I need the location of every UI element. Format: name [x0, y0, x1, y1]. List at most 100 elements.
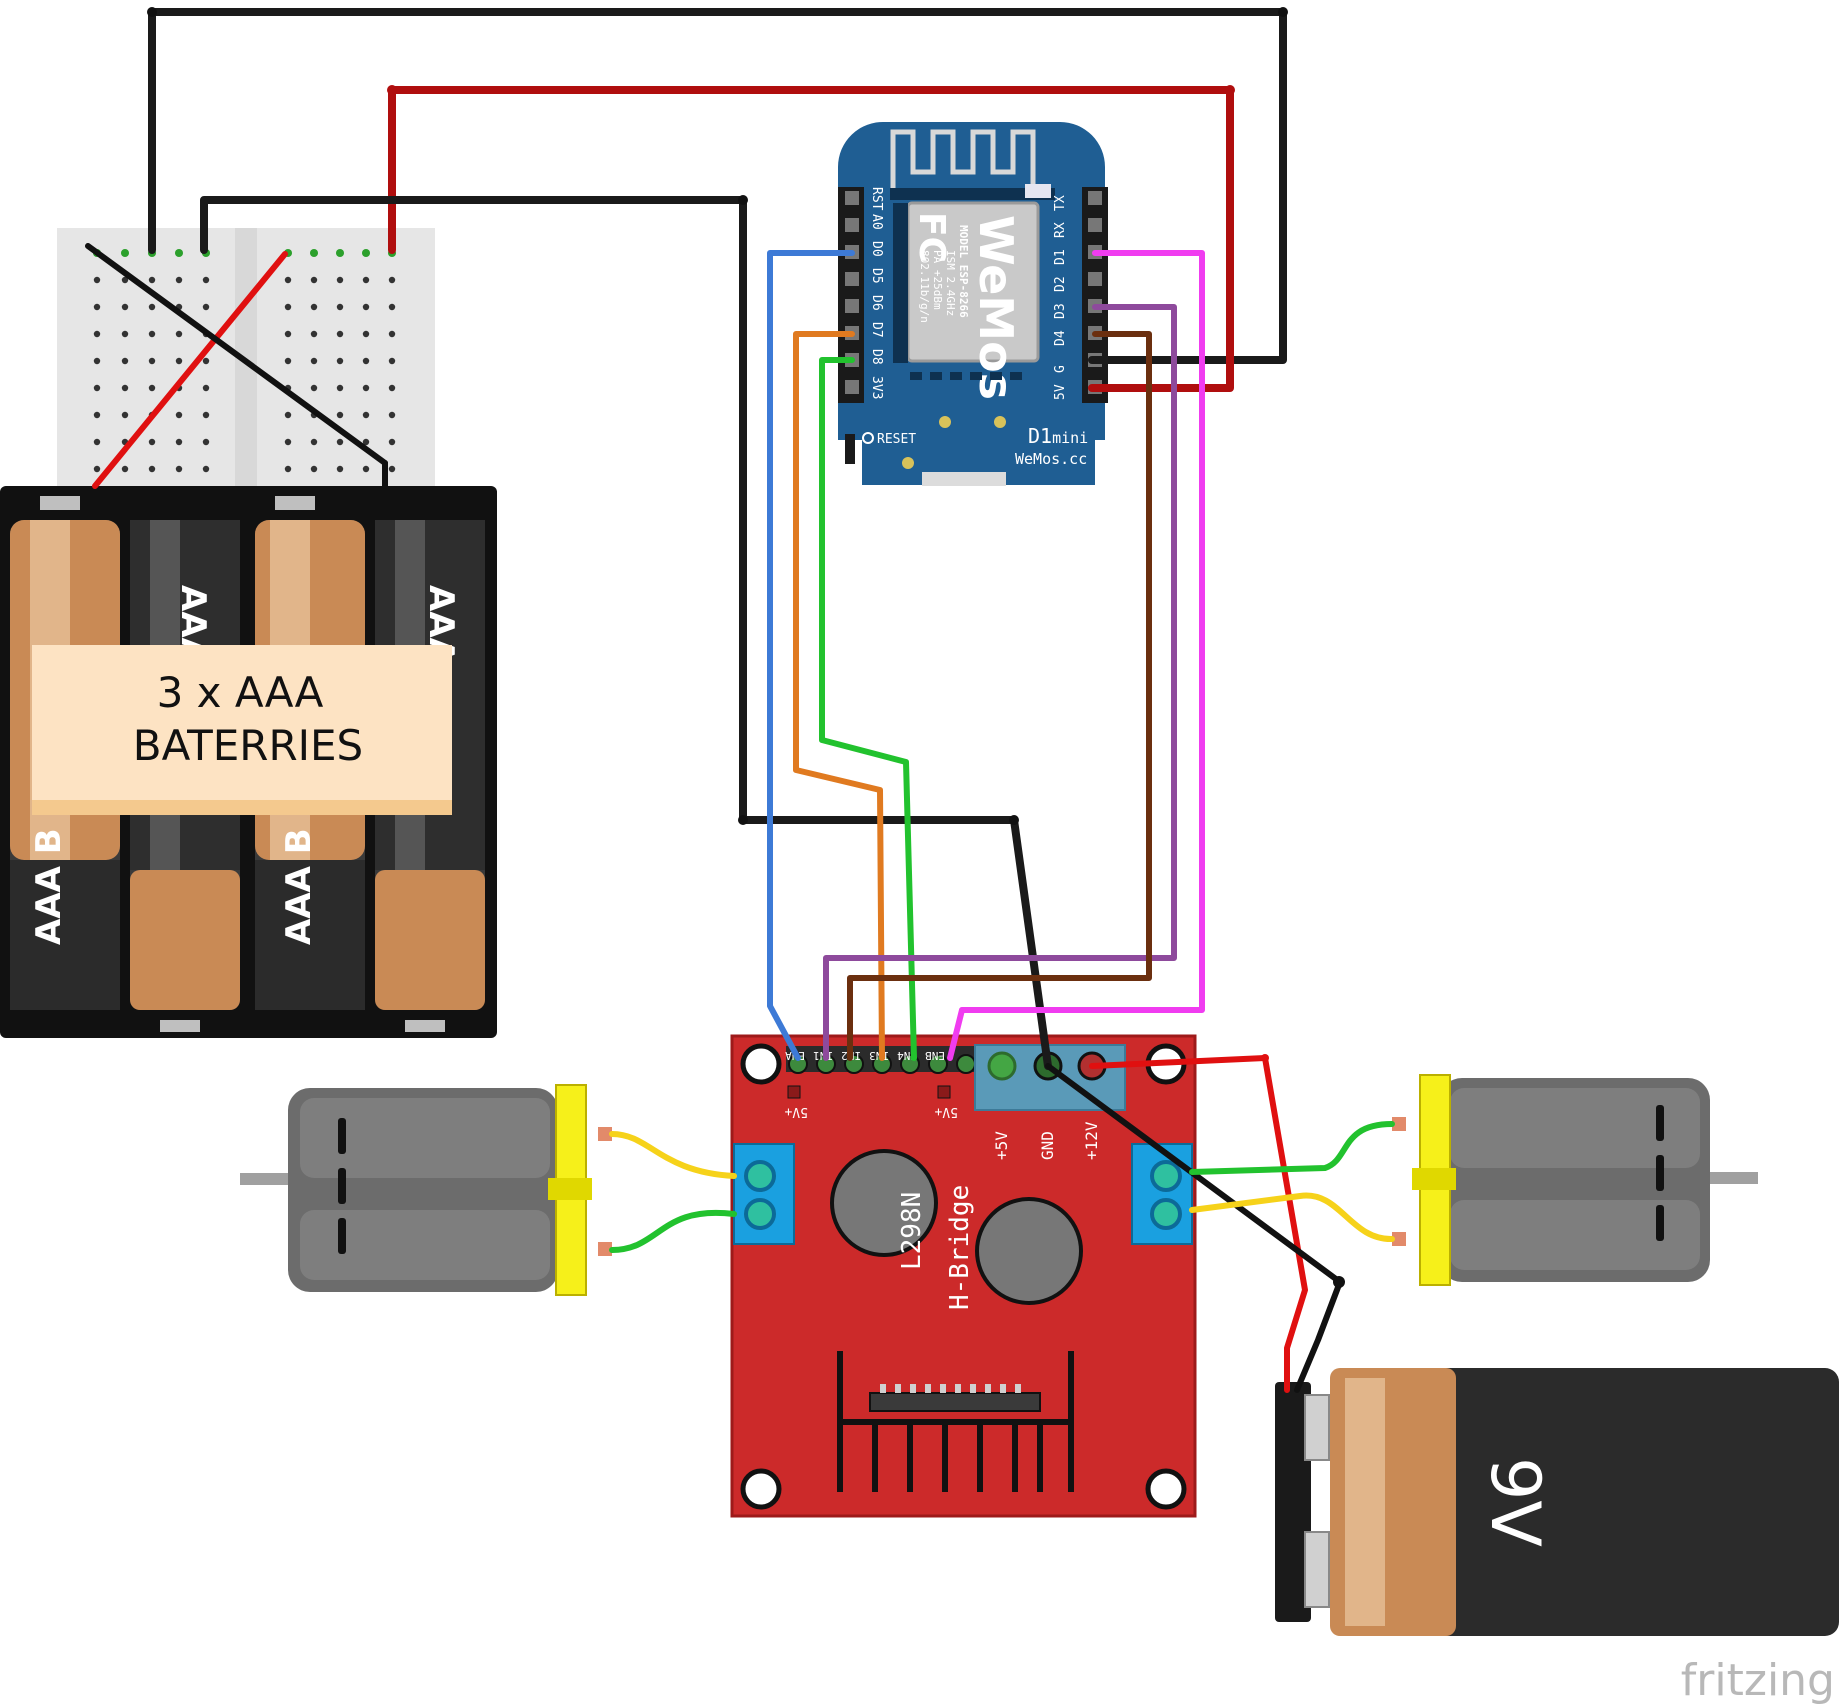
mount-hole — [740, 1043, 782, 1085]
breadboard-hole — [388, 276, 396, 284]
breadboard-hole — [121, 276, 129, 284]
heatsink — [837, 1351, 1074, 1492]
wemos-pin-label: D7 — [869, 322, 884, 338]
wires — [85, 8, 1395, 1393]
l298n-pin[interactable] — [928, 1054, 948, 1074]
breadboard-hole — [175, 438, 183, 446]
wemos-pin-label: D6 — [869, 295, 884, 311]
wemos-pin[interactable] — [845, 299, 859, 313]
motor-left — [240, 1084, 612, 1296]
l298n-pin-label: ENB — [925, 1049, 945, 1062]
breadboard-hole — [284, 438, 292, 446]
jumper-label-left: 5V+ — [784, 1104, 808, 1119]
breadboard-holes — [93, 249, 396, 500]
breadboard-hole — [388, 411, 396, 419]
breadboard-hole — [202, 276, 210, 284]
breadboard-hole — [175, 465, 183, 473]
breadboard-hole — [148, 438, 156, 446]
cell-text: AAA B — [279, 828, 319, 945]
breadboard-hole — [202, 438, 210, 446]
wemos-pin-label: D0 — [869, 241, 884, 257]
breadboard-hole — [93, 438, 101, 446]
wire-purple — [823, 304, 1177, 1061]
breadboard-hole — [362, 276, 370, 284]
wemos-pin-label: RX — [1053, 222, 1068, 238]
board-name-main: D1 — [1028, 424, 1052, 448]
breadboard-hole — [388, 303, 396, 311]
breadboard-hole — [336, 303, 344, 311]
wemos-pin[interactable] — [1088, 191, 1102, 205]
wire-green — [819, 357, 917, 1061]
breadboard-hole — [121, 303, 129, 311]
power-label: +12V — [1082, 1121, 1101, 1160]
fritzing-watermark: fritzing — [1681, 1655, 1835, 1704]
capacitor — [975, 1197, 1083, 1305]
breadboard-hole — [121, 330, 129, 338]
wire-red-power — [1089, 1055, 1308, 1393]
model-line4: 802.11b/g/n — [918, 250, 931, 323]
breadboard-hole — [175, 276, 183, 284]
battery-9v: 9V — [1275, 1368, 1839, 1636]
board-site: WeMos.cc — [1015, 450, 1087, 468]
breadboard-hole — [310, 276, 318, 284]
model-line1: MODEL ESP-8266 — [957, 225, 970, 318]
wemos-pin[interactable] — [845, 218, 859, 232]
wemos-pin-label: G — [1053, 365, 1068, 373]
model-line3: PA +25dBm — [931, 250, 944, 310]
wire-black-diagonal — [85, 243, 388, 466]
wemos-pin[interactable] — [1088, 272, 1102, 286]
wire-motor-left-green — [609, 1209, 737, 1253]
mount-hole — [740, 1468, 782, 1510]
wemos-pin-label: 3V3 — [869, 376, 884, 399]
l298n-pin[interactable] — [956, 1054, 976, 1074]
breadboard-hole — [336, 384, 344, 392]
breadboard-hole — [310, 330, 318, 338]
breadboard-hole — [148, 384, 156, 392]
power-label: GND — [1038, 1131, 1057, 1160]
wire-motor-left-yellow — [609, 1131, 737, 1179]
breadboard-hole — [121, 384, 129, 392]
wemos-pin-label: A0 — [869, 214, 884, 230]
breadboard-hole — [310, 465, 318, 473]
jumper-label-right: 5V+ — [934, 1104, 958, 1119]
wemos-pin-label: RST — [869, 187, 884, 211]
breadboard-hole — [202, 411, 210, 419]
wemos-pin[interactable] — [845, 191, 859, 205]
battery-9v-label: 9V — [1475, 1457, 1554, 1547]
wemos-pin[interactable] — [1088, 218, 1102, 232]
wire-motor-right-yellow — [1189, 1192, 1395, 1243]
wire-red-diagonal — [92, 251, 288, 489]
breadboard-hole — [284, 330, 292, 338]
wemos-pin-label: D3 — [1053, 303, 1068, 319]
mount-hole — [1145, 1468, 1187, 1510]
breadboard-hole — [284, 465, 292, 473]
breadboard-hole — [93, 303, 101, 311]
breadboard-hole — [93, 384, 101, 392]
breadboard-hole — [336, 438, 344, 446]
breadboard-hole — [93, 357, 101, 365]
wire-motor-right-green — [1189, 1121, 1395, 1175]
breadboard-hole — [202, 357, 210, 365]
breadboard-hole — [121, 411, 129, 419]
wemos-pin-label: 5V — [1053, 384, 1068, 400]
wemos-pin-label: D2 — [1053, 276, 1068, 292]
breadboard-hole — [202, 465, 210, 473]
breadboard-hole — [121, 357, 129, 365]
wemos-pin[interactable] — [845, 380, 859, 394]
breadboard-hole — [362, 303, 370, 311]
wemos-logo: WeMos — [969, 215, 1023, 400]
breadboard-hole — [388, 384, 396, 392]
chip-line1: L298N — [897, 1192, 927, 1270]
wemos-pin[interactable] — [845, 272, 859, 286]
capacitor — [830, 1149, 938, 1257]
fc-mark: FC — [911, 212, 952, 263]
board-name: D1mini — [1028, 424, 1088, 448]
breadboard-hole — [148, 303, 156, 311]
wire-brown — [847, 331, 1152, 1061]
wire-joints — [147, 7, 1345, 1288]
breadboard-hole — [336, 330, 344, 338]
wemos-pin-label: D8 — [869, 349, 884, 365]
breadboard-hole — [362, 438, 370, 446]
